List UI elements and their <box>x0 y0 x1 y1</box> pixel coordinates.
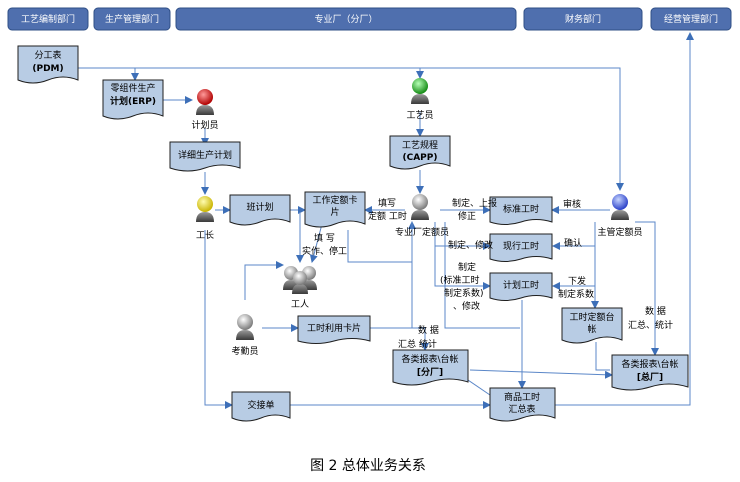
attendance-clerk-person-icon <box>236 314 254 340</box>
svg-text:汇总表: 汇总表 <box>508 403 535 415</box>
svg-text:工艺编制部门: 工艺编制部门 <box>21 13 75 25</box>
edge-label-data-summary-mid-2: 汇总 统计 <box>398 338 437 350</box>
edge-label-make-std-1: 制定 <box>458 261 476 273</box>
edge-label-data-summary-mid-1: 数 据 <box>418 324 439 336</box>
svg-text:各类报表\台帐: 各类报表\台帐 <box>621 358 678 370</box>
header-process-dept: 工艺编制部门 <box>7 7 89 31</box>
doc-current-hours: 现行工时 <box>489 233 553 262</box>
doc-division-table: 分工表 (PDM) <box>17 45 79 84</box>
factory-quota-clerk-person-icon <box>411 194 429 220</box>
edge-label-confirm: 确认 <box>564 237 582 249</box>
figure-caption: 图 2 总体业务关系 <box>310 458 426 474</box>
svg-text:计划工时: 计划工时 <box>503 279 539 291</box>
process-engineer-person-icon <box>411 78 429 104</box>
svg-text:现行工时: 现行工时 <box>503 240 539 252</box>
svg-text:经营管理部门: 经营管理部门 <box>664 13 718 25</box>
edge-label-issue-1: 下发 <box>568 275 586 287</box>
edge-label-quota-hours: 定额 工时 <box>368 210 407 222</box>
attendance-clerk-label: 考勤员 <box>231 345 258 357</box>
foreman-label: 工长 <box>196 229 214 241</box>
svg-text:[总厂]: [总厂] <box>637 371 663 383</box>
svg-text:班计划: 班计划 <box>246 201 273 213</box>
edge-label-fill-actual-1: 填 写 <box>314 232 335 244</box>
edge-label-fill-in: 填写 <box>378 197 396 209</box>
edge-label-data-summary-right-1: 数 据 <box>645 305 666 317</box>
edge-label-make-std-2: (标准工时 <box>440 274 480 286</box>
svg-text:[分厂]: [分厂] <box>417 366 443 378</box>
doc-branch-reports: 各类报表\台帐 [分厂] <box>392 349 469 386</box>
chief-quota-clerk-label: 主管定额员 <box>597 226 642 238</box>
edge-label-make-modify: 制定、修改 <box>448 239 493 251</box>
workers-group-icon <box>283 266 317 294</box>
chief-quota-clerk-person-icon <box>611 194 629 220</box>
edge-label-fill-actual-2: 实作、停工 <box>302 245 347 257</box>
doc-plan-hours: 计划工时 <box>489 272 553 301</box>
doc-capp: 工艺规程 (CAPP) <box>389 135 451 170</box>
edge-label-make-std-3: 制定系数) <box>444 287 484 299</box>
svg-text:分工表: 分工表 <box>34 49 61 61</box>
workers-label: 工人 <box>291 299 309 310</box>
svg-text:生产管理部门: 生产管理部门 <box>105 13 159 25</box>
svg-text:详细生产计划: 详细生产计划 <box>178 149 232 161</box>
edge-label-correct: 修正 <box>458 210 476 222</box>
process-engineer-label: 工艺员 <box>406 110 433 121</box>
doc-total-reports: 各类报表\台帐 [总厂] <box>611 354 689 391</box>
svg-text:帐: 帐 <box>587 323 596 335</box>
planner-person-icon <box>196 89 214 115</box>
edge-label-data-summary-right-2: 汇总、统计 <box>628 319 673 331</box>
connectors <box>47 32 694 409</box>
svg-text:标准工时: 标准工时 <box>503 203 539 215</box>
header-factory: 专业厂（分厂） <box>175 7 517 31</box>
svg-text:工艺规程: 工艺规程 <box>402 140 438 151</box>
foreman-person-icon <box>196 196 214 222</box>
svg-text:工时利用卡片: 工时利用卡片 <box>307 322 361 334</box>
doc-handover: 交接单 <box>231 391 291 422</box>
svg-text:工时定额台: 工时定额台 <box>569 311 614 323</box>
edge-label-make-report: 制定、上报 <box>452 197 497 209</box>
doc-shift-plan: 班计划 <box>229 194 291 226</box>
header-production-dept: 生产管理部门 <box>93 7 171 31</box>
doc-work-quota-card: 工作定额卡 片 <box>304 191 366 228</box>
edge-label-issue-2: 制定系数 <box>558 288 594 300</box>
doc-quota-ledger: 工时定额台 帐 <box>561 307 623 344</box>
doc-std-hours: 标准工时 <box>489 196 553 225</box>
planner-label: 计划员 <box>191 119 218 131</box>
factory-quota-clerk-label: 专业厂定额员 <box>395 226 449 238</box>
edge-label-make-std-4: 、修改 <box>453 300 480 312</box>
svg-text:交接单: 交接单 <box>247 399 274 411</box>
doc-parts-plan-erp: 零组件生产 计划(ERP) <box>102 79 164 120</box>
svg-text:片: 片 <box>330 206 339 218</box>
header-finance-dept: 财务部门 <box>523 7 643 31</box>
svg-text:各类报表\台帐: 各类报表\台帐 <box>401 353 458 365</box>
svg-text:计划(ERP): 计划(ERP) <box>110 95 156 107</box>
doc-utilization-card: 工时利用卡片 <box>297 315 371 344</box>
doc-goods-hours-summary: 商品工时 汇总表 <box>489 387 556 422</box>
doc-detail-plan: 详细生产计划 <box>169 141 241 172</box>
edge-label-review: 审核 <box>563 198 581 210</box>
svg-text:财务部门: 财务部门 <box>565 13 601 25</box>
svg-text:(CAPP): (CAPP) <box>403 153 438 163</box>
svg-text:工作定额卡: 工作定额卡 <box>312 194 357 206</box>
svg-text:专业厂（分厂）: 专业厂（分厂） <box>314 13 377 25</box>
header-operations-dept: 经营管理部门 <box>650 7 732 31</box>
svg-text:商品工时: 商品工时 <box>504 391 540 403</box>
svg-text:零组件生产: 零组件生产 <box>110 82 155 94</box>
svg-text:(PDM): (PDM) <box>32 64 63 74</box>
